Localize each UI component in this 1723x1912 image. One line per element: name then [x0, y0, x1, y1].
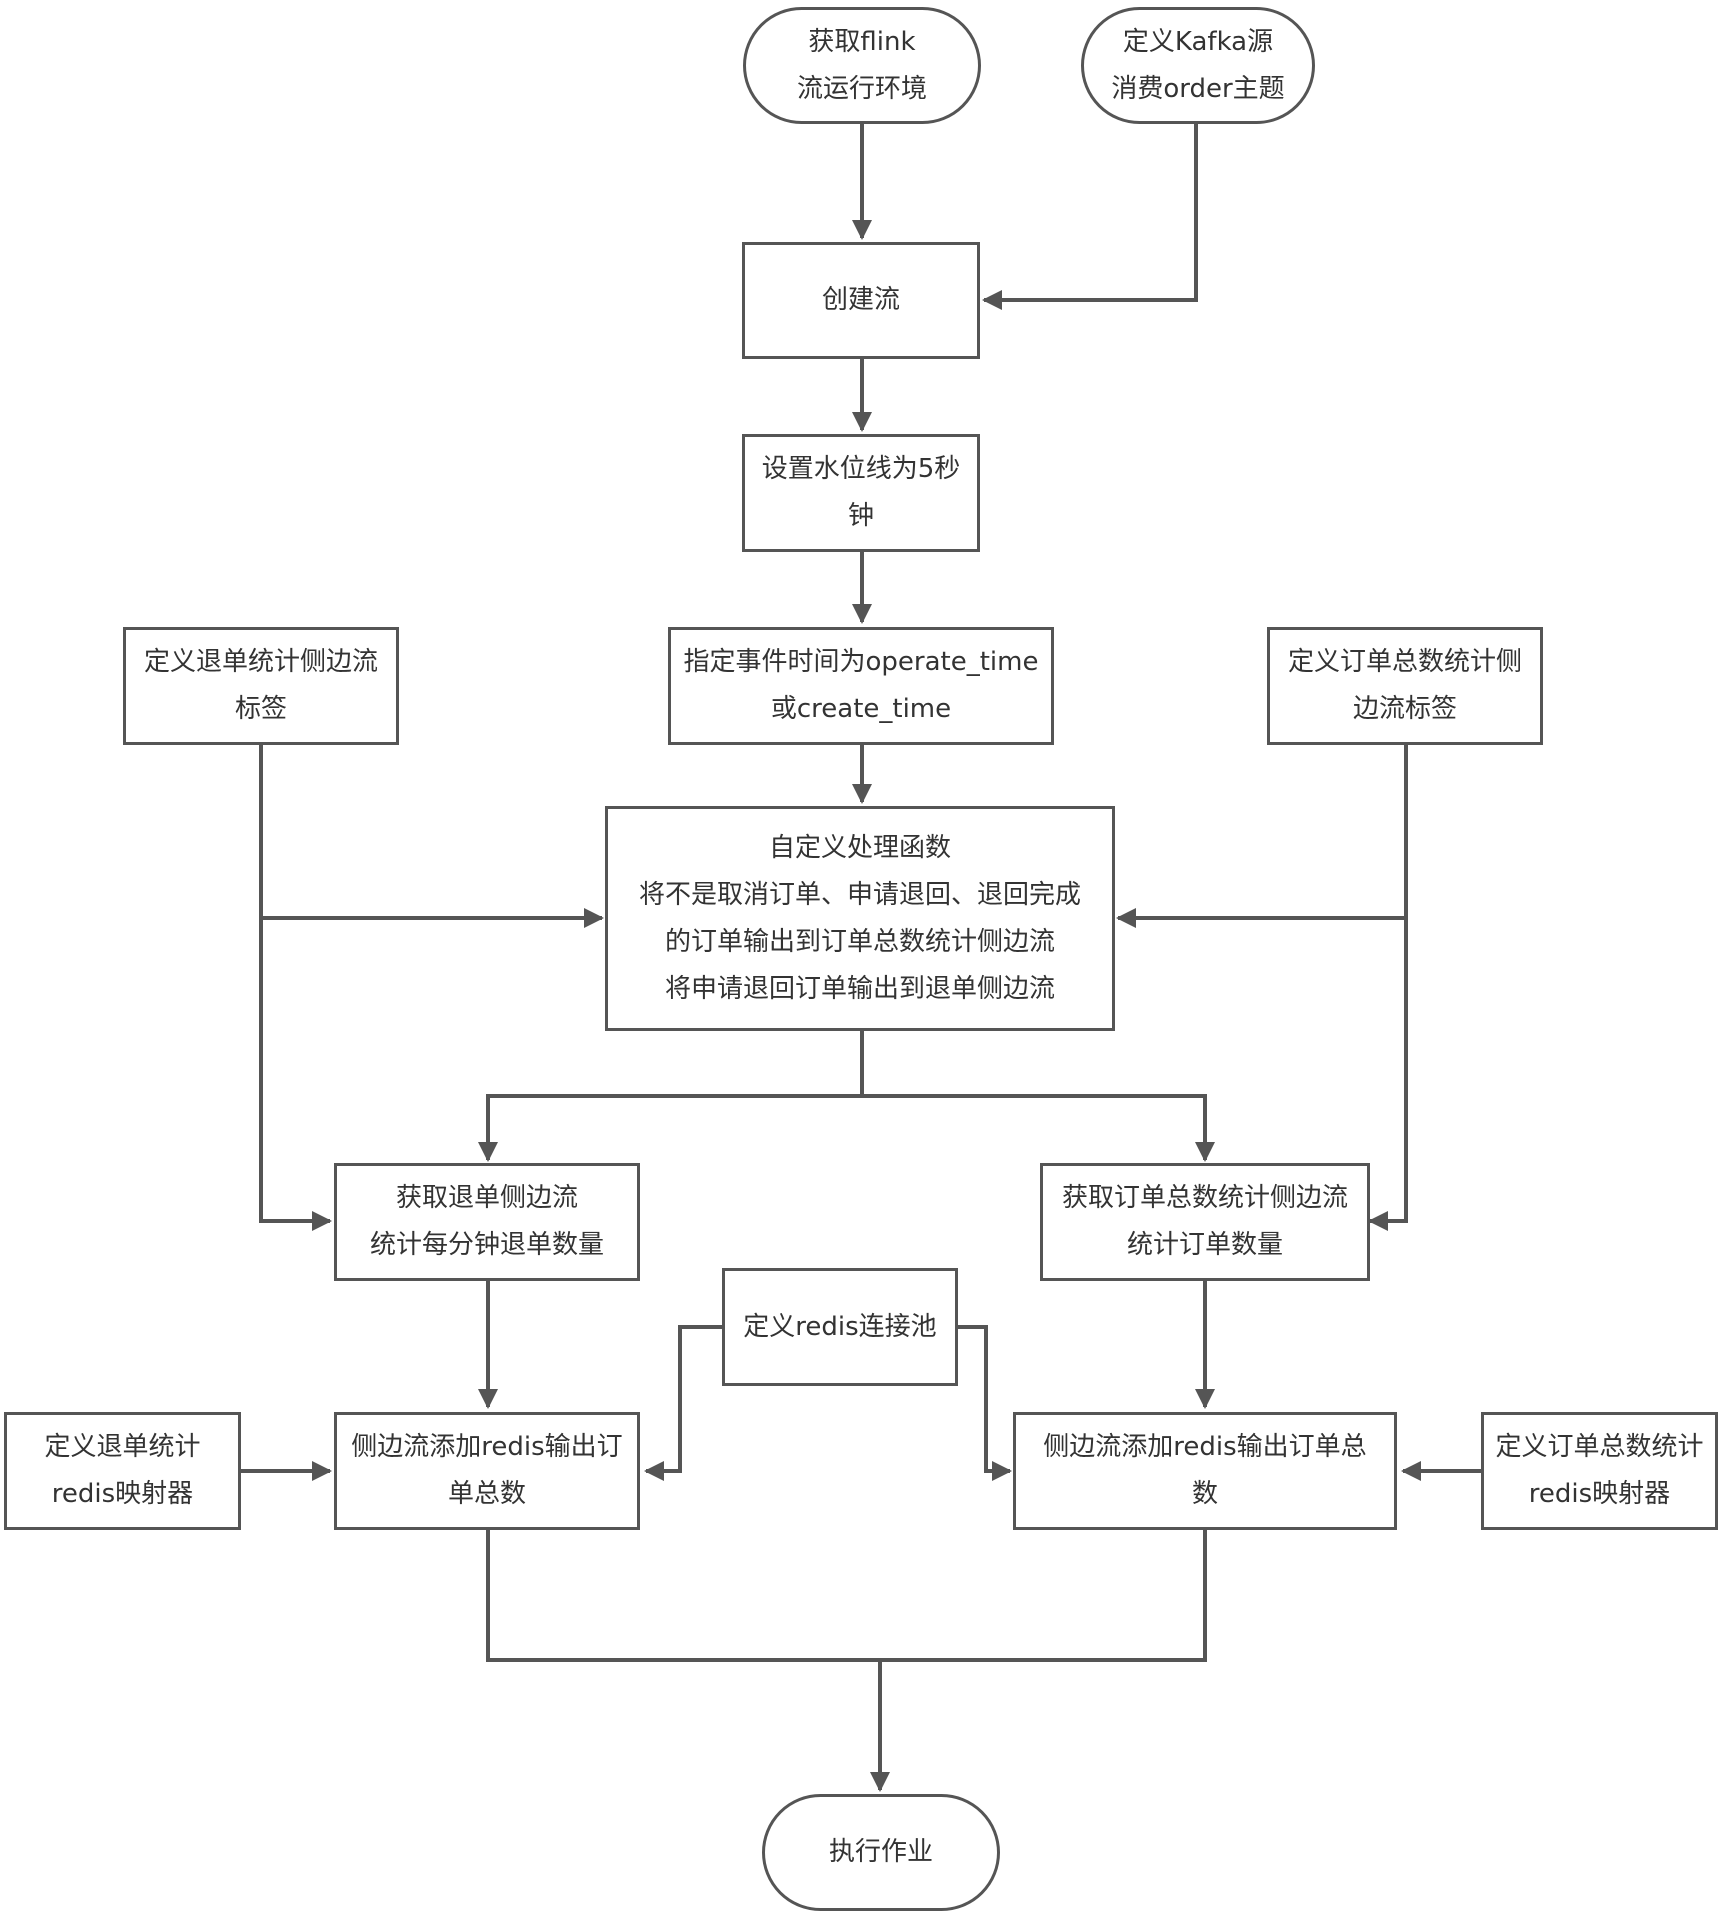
node-label-line: 定义订单总数统计 [1495, 1432, 1704, 1462]
node-label-line: 数 [1191, 1479, 1218, 1509]
node-label-line: redis映射器 [51, 1479, 194, 1509]
node-refund-side-output-tag: 定义退单统计侧边流 标签 [123, 627, 399, 745]
node-create-stream: 创建流 [742, 242, 980, 359]
node-label-line: redis映射器 [1528, 1479, 1671, 1509]
node-label-line: 自定义处理函数 [768, 832, 951, 863]
node-process-function: 自定义处理函数 将不是取消订单、申请退回、退回完成 的订单输出到订单总数统计侧边… [605, 806, 1115, 1031]
node-label-line: 设置水位线为5秒 [761, 454, 961, 484]
node-label-line: 统计订单数量 [1126, 1230, 1283, 1260]
node-refund-redis-sink: 侧边流添加redis输出订 单总数 [334, 1412, 640, 1530]
node-label-line: 标签 [234, 694, 287, 724]
node-label-line: 边流标签 [1352, 694, 1457, 724]
node-label-line: 获取flink [808, 26, 916, 57]
node-label-line: 的订单输出到订单总数统计侧边流 [664, 926, 1055, 957]
node-order-side-output-tag: 定义订单总数统计侧 边流标签 [1267, 627, 1543, 745]
node-define-kafka-source: 定义Kafka源 消费order主题 [1081, 7, 1315, 124]
node-label-line: 统计每分钟退单数量 [369, 1230, 604, 1260]
node-label-line: 单总数 [447, 1479, 526, 1509]
edge-refundtag-to-process [259, 745, 604, 928]
node-label-line: 流运行环境 [796, 73, 927, 104]
node-label-line: 侧边流添加redis输出订 [351, 1432, 623, 1462]
node-order-redis-sink: 侧边流添加redis输出订单总 数 [1013, 1412, 1397, 1530]
edge-sinks-merge [486, 1530, 1207, 1662]
edge-redispool-to-refundsink [644, 1325, 722, 1481]
node-get-flink-env: 获取flink 流运行环境 [743, 7, 981, 124]
node-execute-job: 执行作业 [762, 1794, 1000, 1911]
node-refund-redis-mapper: 定义退单统计 redis映射器 [4, 1412, 241, 1530]
node-label-line: 将不是取消订单、申请退回、退回完成 [638, 879, 1081, 910]
node-label-line: 创建流 [821, 285, 900, 315]
node-order-redis-mapper: 定义订单总数统计 redis映射器 [1481, 1412, 1718, 1530]
node-label-line: 执行作业 [828, 1837, 933, 1867]
edge-ordertag-to-process [1116, 745, 1408, 928]
node-label-line: 定义退单统计侧边流 [143, 647, 378, 677]
node-label-line: 定义Kafka源 [1122, 26, 1274, 57]
edge-process-to-getorder [862, 1094, 1215, 1162]
node-label-line: 消费order主题 [1111, 73, 1285, 104]
node-label-line: 定义退单统计 [44, 1432, 201, 1462]
node-get-refund-side-stream: 获取退单侧边流 统计每分钟退单数量 [334, 1163, 640, 1281]
node-label-line: 指定事件时间为operate_time [683, 647, 1039, 677]
node-assign-event-time: 指定事件时间为operate_time 或create_time [668, 627, 1054, 745]
node-label-line: 获取退单侧边流 [395, 1183, 578, 1213]
edge-ordertag-to-getorder [1368, 918, 1408, 1231]
node-label-line: 定义redis连接池 [743, 1311, 937, 1342]
node-label-line: 将申请退回订单输出到退单侧边流 [664, 973, 1055, 1004]
node-redis-pool: 定义redis连接池 [722, 1268, 958, 1386]
node-label-line: 或create_time [770, 694, 952, 724]
node-label-line: 侧边流添加redis输出订单总 [1043, 1432, 1367, 1462]
edge-refundtag-to-getrefund [259, 918, 332, 1231]
node-label-line: 钟 [847, 501, 874, 531]
edge-kafka-to-create [982, 124, 1198, 310]
node-label-line: 定义订单总数统计侧 [1287, 647, 1522, 677]
edge-process-to-getrefund [478, 1094, 862, 1162]
node-get-order-side-stream: 获取订单总数统计侧边流 统计订单数量 [1040, 1163, 1370, 1281]
edge-redispool-to-ordersink [958, 1325, 1012, 1481]
node-set-watermark: 设置水位线为5秒 钟 [742, 434, 980, 552]
node-label-line: 获取订单总数统计侧边流 [1061, 1183, 1348, 1213]
